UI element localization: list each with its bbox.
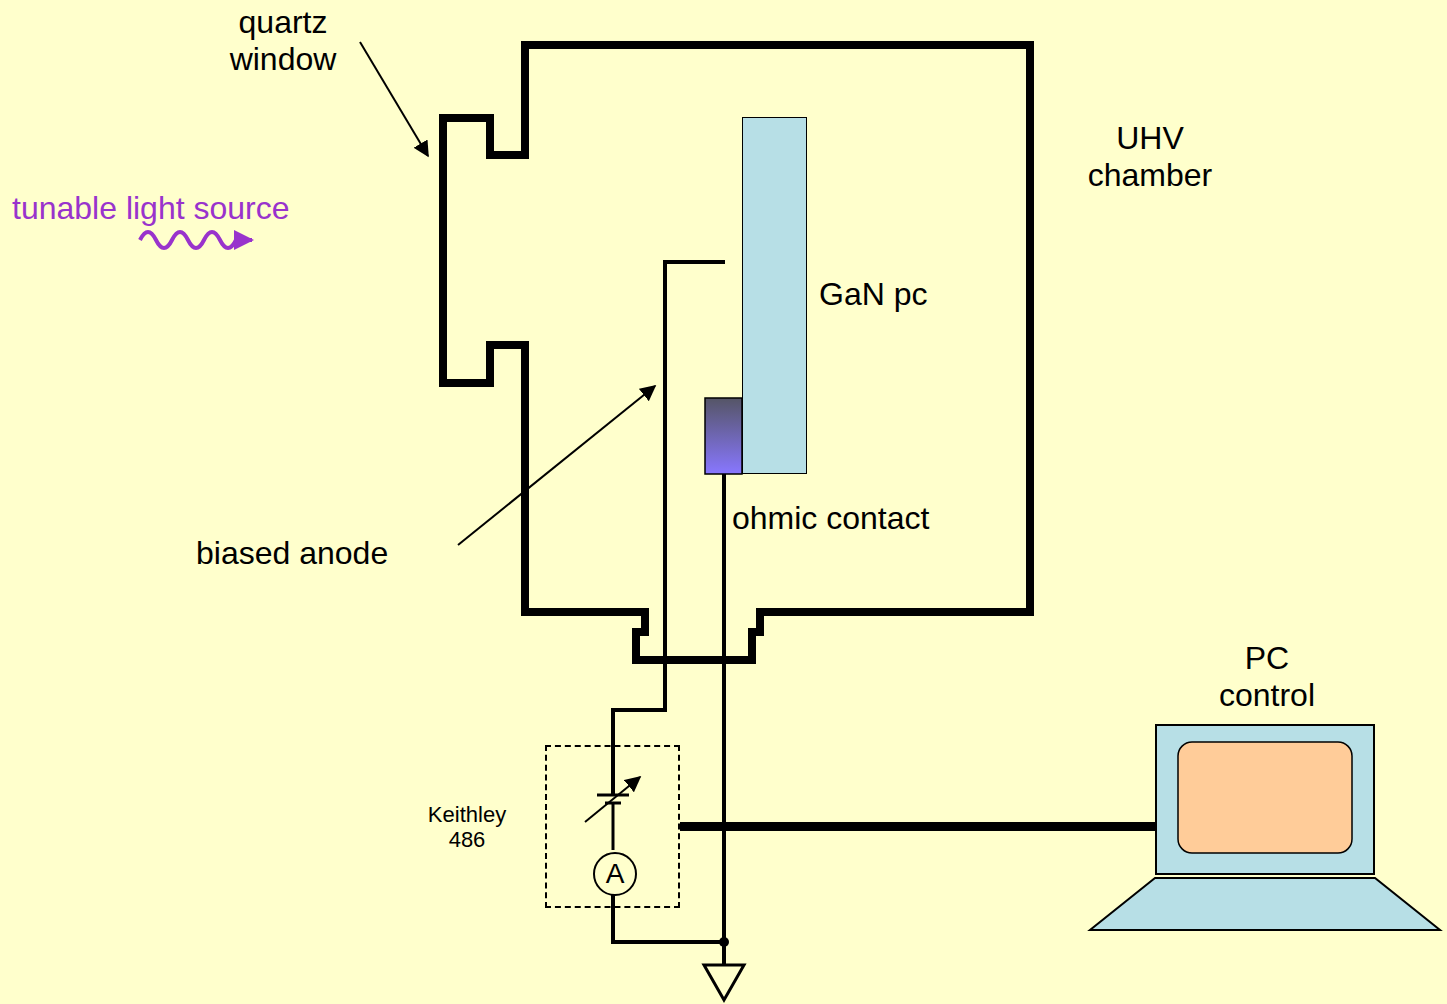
ammeter-letter: A: [595, 854, 635, 894]
leader-line: [458, 386, 655, 545]
meter-return-wire: [613, 894, 724, 942]
instrument-label: Keithley 486: [412, 802, 522, 853]
leader-line: [360, 42, 428, 156]
anode-label: biased anode: [196, 535, 388, 572]
ohmic-contact: [705, 398, 742, 474]
part-label: GaN pc: [819, 276, 927, 313]
photocathode: GaN pc: [742, 117, 807, 474]
pc-monitor: PC control: [1155, 724, 1375, 875]
monitor-screen: [1178, 742, 1352, 853]
monitor-body: [1155, 724, 1375, 875]
battery-plate: [597, 794, 629, 797]
pc-label: PC control: [1197, 640, 1337, 714]
data-cable: [680, 822, 1155, 831]
meter-wire: [612, 803, 615, 850]
ammeter-symbol: A: [593, 852, 637, 896]
light-source-label: tunable light source: [12, 190, 290, 227]
light-wave: [140, 232, 252, 248]
anode-wire: [613, 262, 725, 795]
contact-label: ohmic contact: [732, 500, 929, 537]
ground-wire: [722, 474, 726, 965]
window-label: quartz window: [203, 4, 363, 78]
keithley-meter: Keithley 486A: [545, 745, 680, 908]
chamber-label: UHV chamber: [1055, 120, 1245, 194]
ground-symbol: [704, 965, 744, 1000]
chamber-wall: [443, 45, 1030, 660]
keyboard-base: [1090, 878, 1440, 930]
